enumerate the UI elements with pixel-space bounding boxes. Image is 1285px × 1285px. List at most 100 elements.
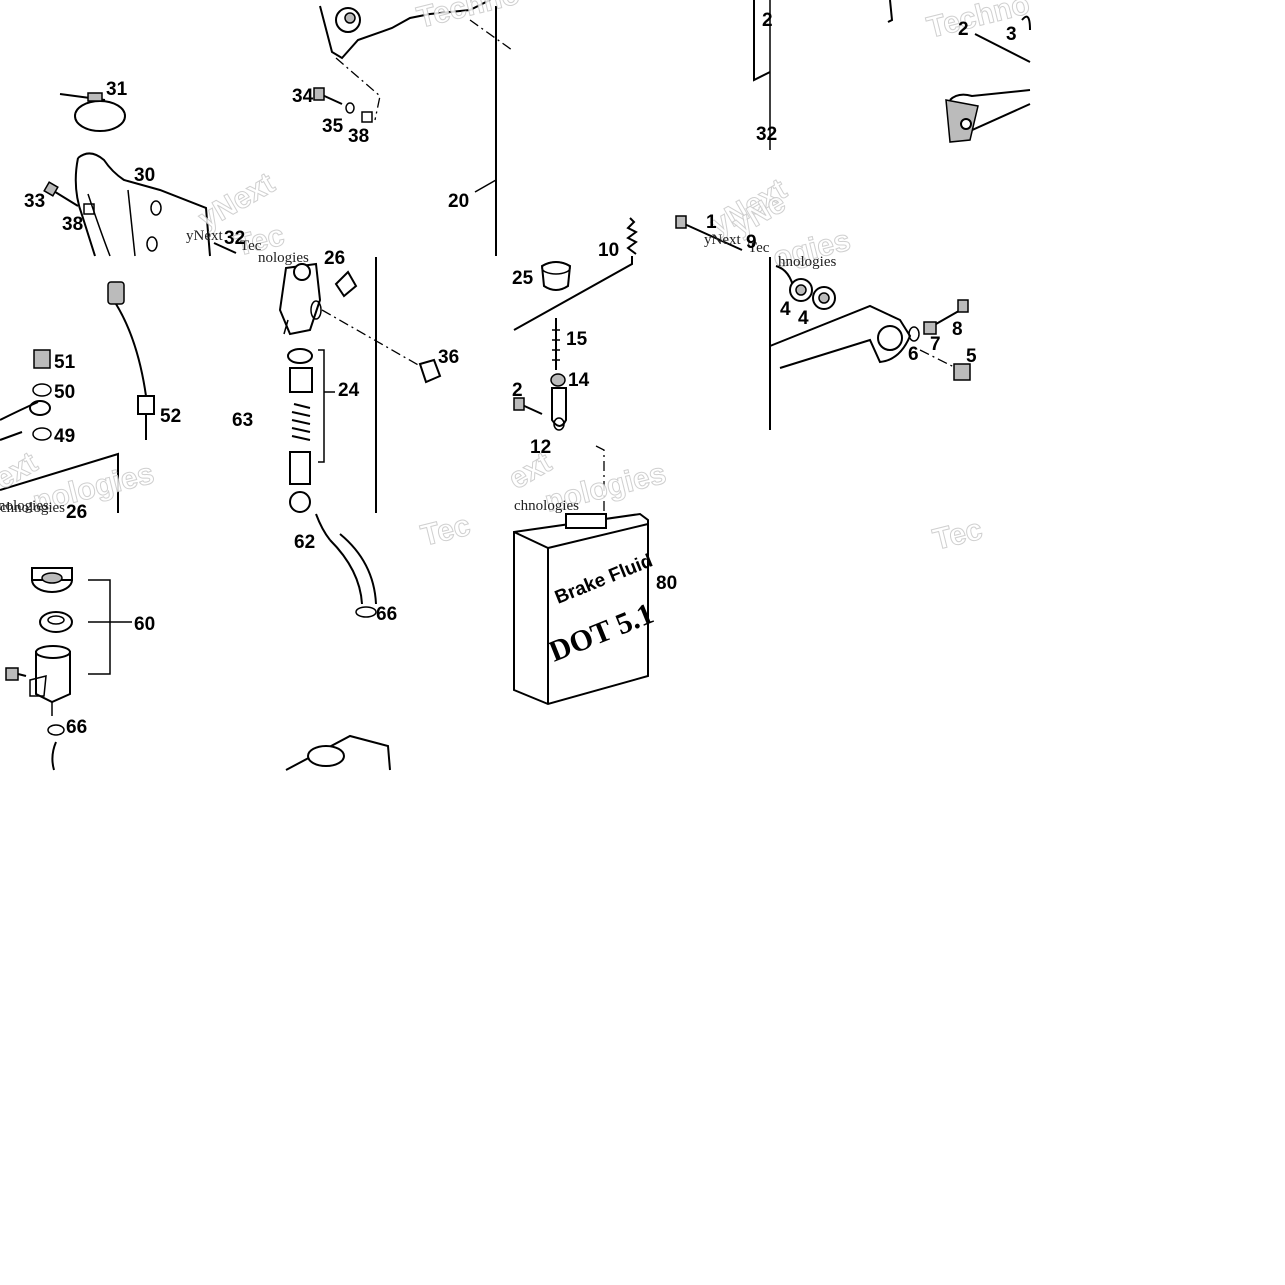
callout-32: 32 xyxy=(756,124,777,145)
pushrod-15 xyxy=(552,318,560,370)
nut-5 xyxy=(919,349,971,381)
callout-7: 7 xyxy=(930,334,941,355)
callout-6: 6 xyxy=(908,344,919,365)
bolt-32-left xyxy=(213,242,237,254)
nut-7 xyxy=(923,321,937,335)
callout-33: 33 xyxy=(24,191,45,212)
callout-50: 50 xyxy=(54,382,75,403)
watermark-small-text: chnologies xyxy=(514,498,579,514)
callout-25: 25 xyxy=(512,268,534,289)
watermark-small-text: hnologies xyxy=(778,254,836,270)
watermark-small-text: nologies xyxy=(0,498,49,514)
callout-12: 12 xyxy=(530,437,551,458)
bolt-1 xyxy=(675,215,743,251)
watermark-text: Techno xyxy=(414,0,523,35)
brake-pedal xyxy=(769,257,912,430)
callout-1: 1 xyxy=(706,212,717,233)
callout-26: 26 xyxy=(324,248,345,269)
brake-light-switch-52 xyxy=(107,281,155,440)
boot-25 xyxy=(540,261,572,291)
nut-14 xyxy=(550,373,566,387)
return-rod-tile6 xyxy=(513,256,633,331)
watermark-small-text: yNext xyxy=(704,232,741,248)
bolt-34 xyxy=(313,87,343,105)
hose-clamp-66-mid xyxy=(355,606,377,618)
callout-38: 38 xyxy=(348,126,369,147)
watermark-small-text: Tec xyxy=(240,238,262,254)
callout-52: 52 xyxy=(160,406,181,427)
callout-15: 15 xyxy=(566,329,588,350)
callout-35: 35 xyxy=(322,116,344,137)
callout-66: 66 xyxy=(376,604,397,625)
callout-30: 30 xyxy=(134,165,155,186)
watermark-text: Techno xyxy=(924,0,1033,45)
clevis-12 xyxy=(551,387,567,431)
callout-14: 14 xyxy=(568,370,590,391)
hose-clamp-66-left xyxy=(47,724,65,771)
bolt-33 xyxy=(43,181,79,207)
washer-35 xyxy=(345,102,355,114)
watermark-text: Tec xyxy=(930,513,986,557)
callout-9: 9 xyxy=(746,232,757,253)
callout-38: 38 xyxy=(62,214,83,235)
callout-62: 62 xyxy=(294,532,315,553)
watermark-small-text: yNext xyxy=(186,228,223,244)
callout-10: 10 xyxy=(598,240,619,261)
bolt-8 xyxy=(935,299,969,325)
watermark-small-text: chnologies xyxy=(0,500,65,516)
cable-tie-31 xyxy=(59,92,126,132)
callout-4: 4 xyxy=(780,299,791,320)
callout-31: 31 xyxy=(106,79,128,100)
callout-2: 2 xyxy=(958,19,969,40)
dash-leader-36 xyxy=(321,309,421,367)
elbow-fitting-26 xyxy=(334,270,358,298)
callout-51: 51 xyxy=(54,352,76,373)
washer-6 xyxy=(908,326,920,342)
callout-34: 34 xyxy=(292,86,314,107)
callout-4: 4 xyxy=(798,308,809,329)
callout-20: 20 xyxy=(448,191,469,212)
callout-5: 5 xyxy=(966,346,977,367)
bearing-4a xyxy=(789,278,813,302)
screw-reservoir xyxy=(5,667,27,681)
callout-32: 32 xyxy=(224,228,245,249)
washer-49 xyxy=(32,427,52,441)
callout-8: 8 xyxy=(952,319,963,340)
callout-3: 3 xyxy=(1006,24,1017,45)
callout-63: 63 xyxy=(232,410,253,431)
banjo-bolt-51 xyxy=(33,349,51,369)
watermark-small-text: Tec xyxy=(748,240,770,256)
bearing-4b xyxy=(812,286,836,310)
fluid-can-80: Brake Fluid DOT 5.1 xyxy=(513,512,658,706)
master-cylinder-63 xyxy=(278,262,322,336)
callout-60: 60 xyxy=(134,614,155,635)
fluid-can-bottom xyxy=(285,734,391,771)
heel-guard-30 xyxy=(74,152,211,257)
bolt-2 xyxy=(513,397,543,415)
brake-pedal-bracket-top xyxy=(319,0,513,121)
callout-26: 26 xyxy=(66,502,87,523)
callout-80: 80 xyxy=(656,573,677,594)
washer-38-left xyxy=(83,203,95,215)
footrest-assembly xyxy=(753,0,1031,150)
watermark-text: Tec xyxy=(418,509,474,553)
hose-62 xyxy=(315,513,377,605)
banjo-hose-fitting xyxy=(0,400,51,441)
callout-24: 24 xyxy=(338,380,360,401)
spring-10 xyxy=(626,217,638,255)
watermark-small-text: nologies xyxy=(258,250,309,266)
washer-50 xyxy=(32,383,52,397)
clamp-36 xyxy=(418,358,442,384)
footrest-plate-left xyxy=(0,452,119,513)
callout-66: 66 xyxy=(66,717,87,738)
return-rod-20 xyxy=(474,6,497,256)
callout-36: 36 xyxy=(438,347,459,368)
piston-kit-24 xyxy=(287,348,335,513)
callout-49: 49 xyxy=(54,426,75,447)
callout-2: 2 xyxy=(762,10,773,31)
callout-2: 2 xyxy=(512,380,523,401)
reservoir-60 xyxy=(29,567,132,716)
dash-leader-80 xyxy=(595,445,605,513)
washer-38-top xyxy=(361,111,373,123)
